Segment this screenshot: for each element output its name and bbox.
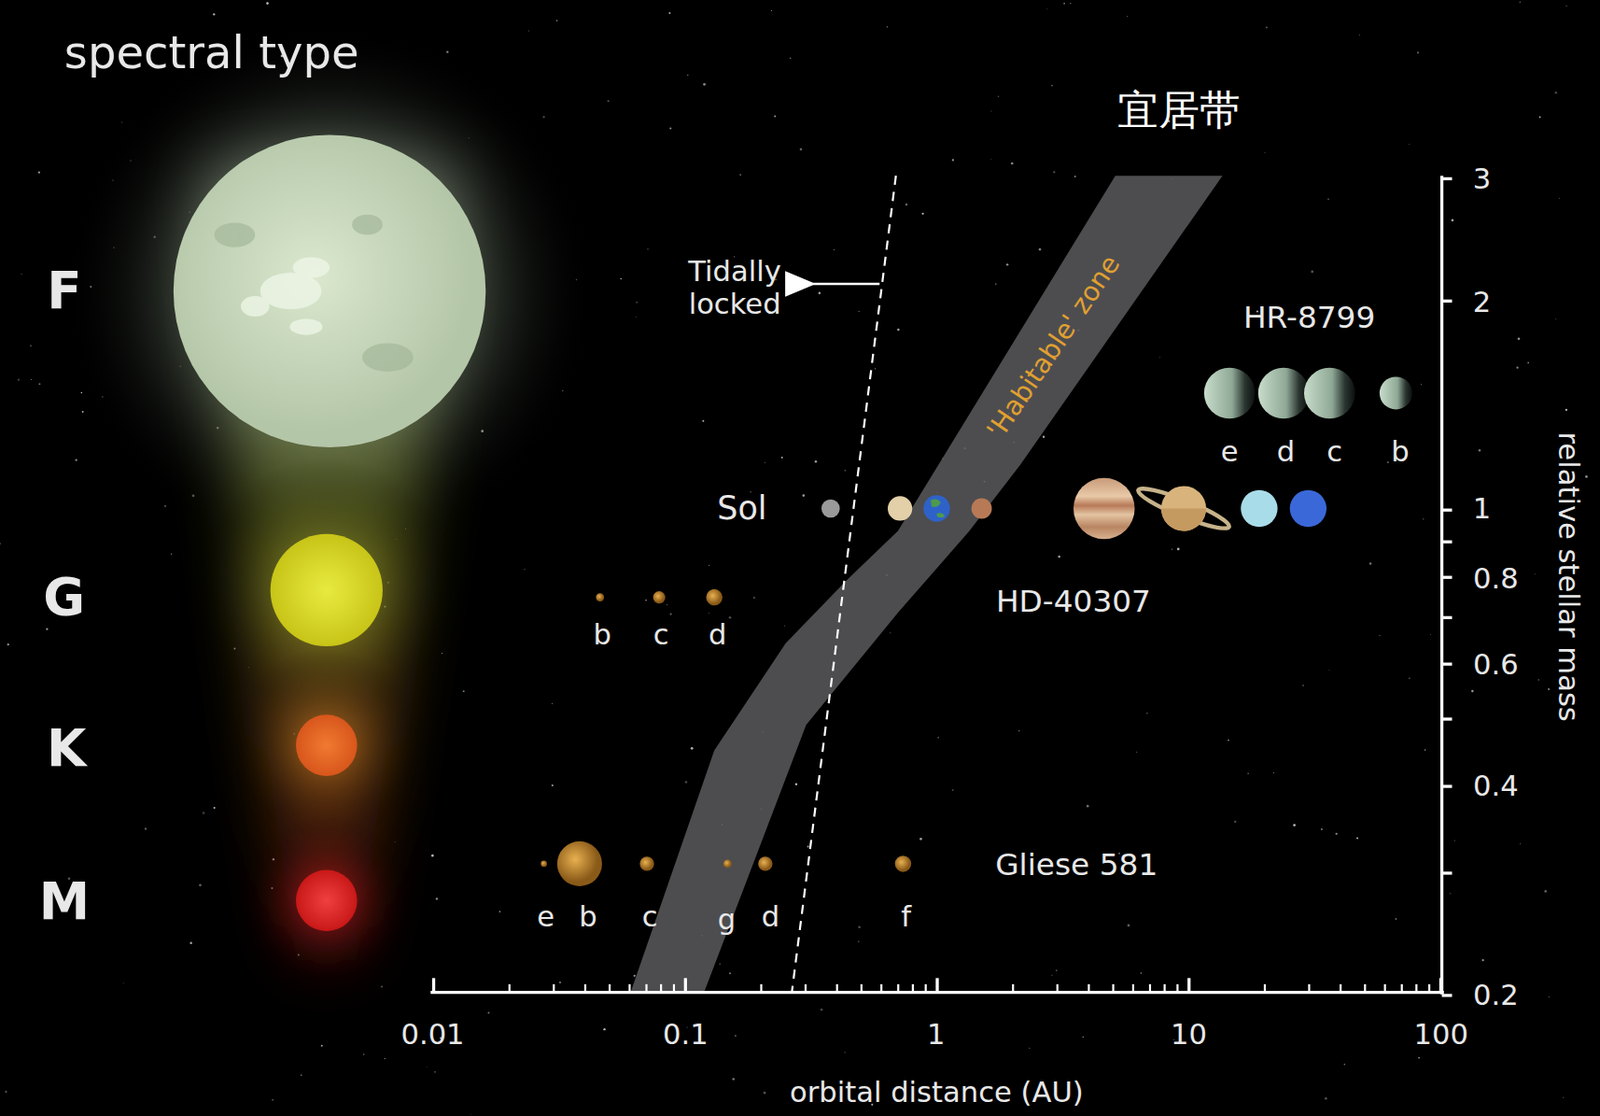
chart-label: g	[717, 902, 736, 936]
chart-label: d	[708, 617, 727, 651]
chart-label: orbital distance (AU)	[789, 1075, 1084, 1109]
chart-label: b	[578, 899, 597, 933]
chart-label: 0.8	[1473, 561, 1519, 595]
chart-label: f	[900, 899, 912, 933]
chart-label: Gliese 581	[995, 847, 1158, 884]
chart-label: 0.1	[662, 1017, 709, 1051]
chart-label: e	[1221, 435, 1239, 468]
chart-label: 宜居带	[1117, 86, 1241, 134]
habitable-band	[631, 175, 1223, 992]
chart-label: relative stellar mass	[1552, 432, 1586, 722]
chart-label: 0.01	[400, 1017, 464, 1051]
chart-label: HD-40307	[996, 584, 1151, 620]
chart-label: F	[46, 261, 82, 321]
chart-label: Tidally locked	[673, 254, 797, 321]
chart-label: 0.6	[1473, 647, 1519, 681]
chart-label: d	[761, 899, 780, 933]
chart-label: b	[592, 617, 611, 651]
chart-label: HR-8799	[1243, 300, 1376, 337]
chart-label: b	[1390, 435, 1409, 468]
chart-label: M	[39, 871, 90, 931]
chart-label: G	[42, 567, 85, 627]
chart-label: 2	[1473, 285, 1491, 319]
chart-label: 1	[1473, 491, 1491, 525]
chart-label: spectral type	[64, 27, 360, 79]
chart-label: c	[653, 617, 670, 651]
chart-label: c	[642, 899, 659, 933]
chart-label: Sol	[716, 489, 767, 527]
chart-label: d	[1277, 435, 1295, 468]
chart-label: 0.4	[1473, 769, 1519, 802]
chart-label: K	[46, 718, 86, 778]
chart-label: 3	[1473, 162, 1491, 196]
chart-label: 1	[926, 1017, 945, 1051]
chart-label: 0.2	[1473, 978, 1519, 1011]
chart-label: 100	[1413, 1017, 1468, 1051]
chart-label: c	[1326, 435, 1343, 468]
chart-label: e	[536, 899, 555, 933]
chart-label: 10	[1170, 1017, 1208, 1051]
